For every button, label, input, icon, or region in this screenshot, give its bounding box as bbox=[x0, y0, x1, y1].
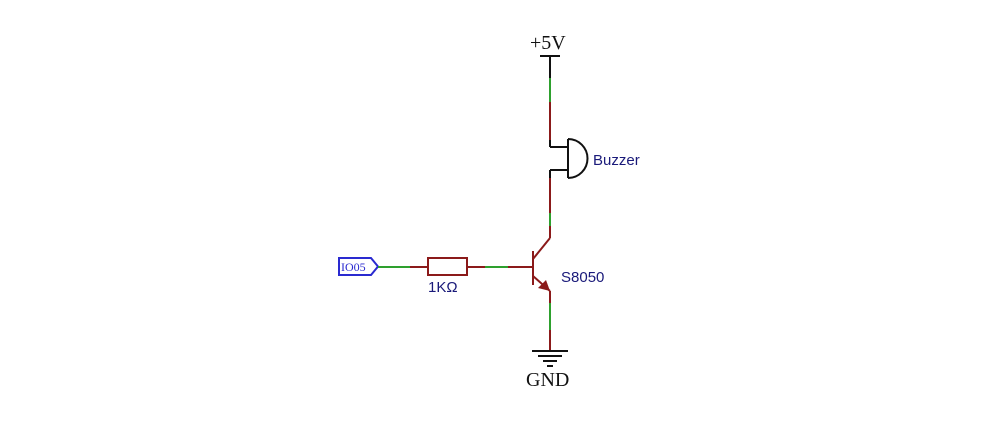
port-label: IO05 bbox=[341, 260, 366, 274]
transistor-collector bbox=[532, 237, 551, 260]
resistor-label: 1KΩ bbox=[428, 279, 458, 296]
transistor-label: S8050 bbox=[561, 269, 604, 286]
io-port: IO05 bbox=[338, 257, 380, 276]
ground-symbol: GND bbox=[526, 350, 569, 391]
power-label: +5V bbox=[530, 32, 566, 54]
power-symbol: +5V bbox=[530, 32, 566, 57]
resistor-symbol: 1KΩ bbox=[427, 257, 468, 296]
port-flag bbox=[338, 257, 380, 276]
buzzer-label: Buzzer bbox=[593, 152, 640, 169]
resistor-body bbox=[427, 257, 468, 276]
buzzer-symbol: Buzzer bbox=[549, 138, 640, 179]
ground-label: GND bbox=[526, 369, 569, 391]
emitter-arrow bbox=[538, 280, 550, 291]
transistor-symbol: S8050 bbox=[532, 237, 604, 292]
